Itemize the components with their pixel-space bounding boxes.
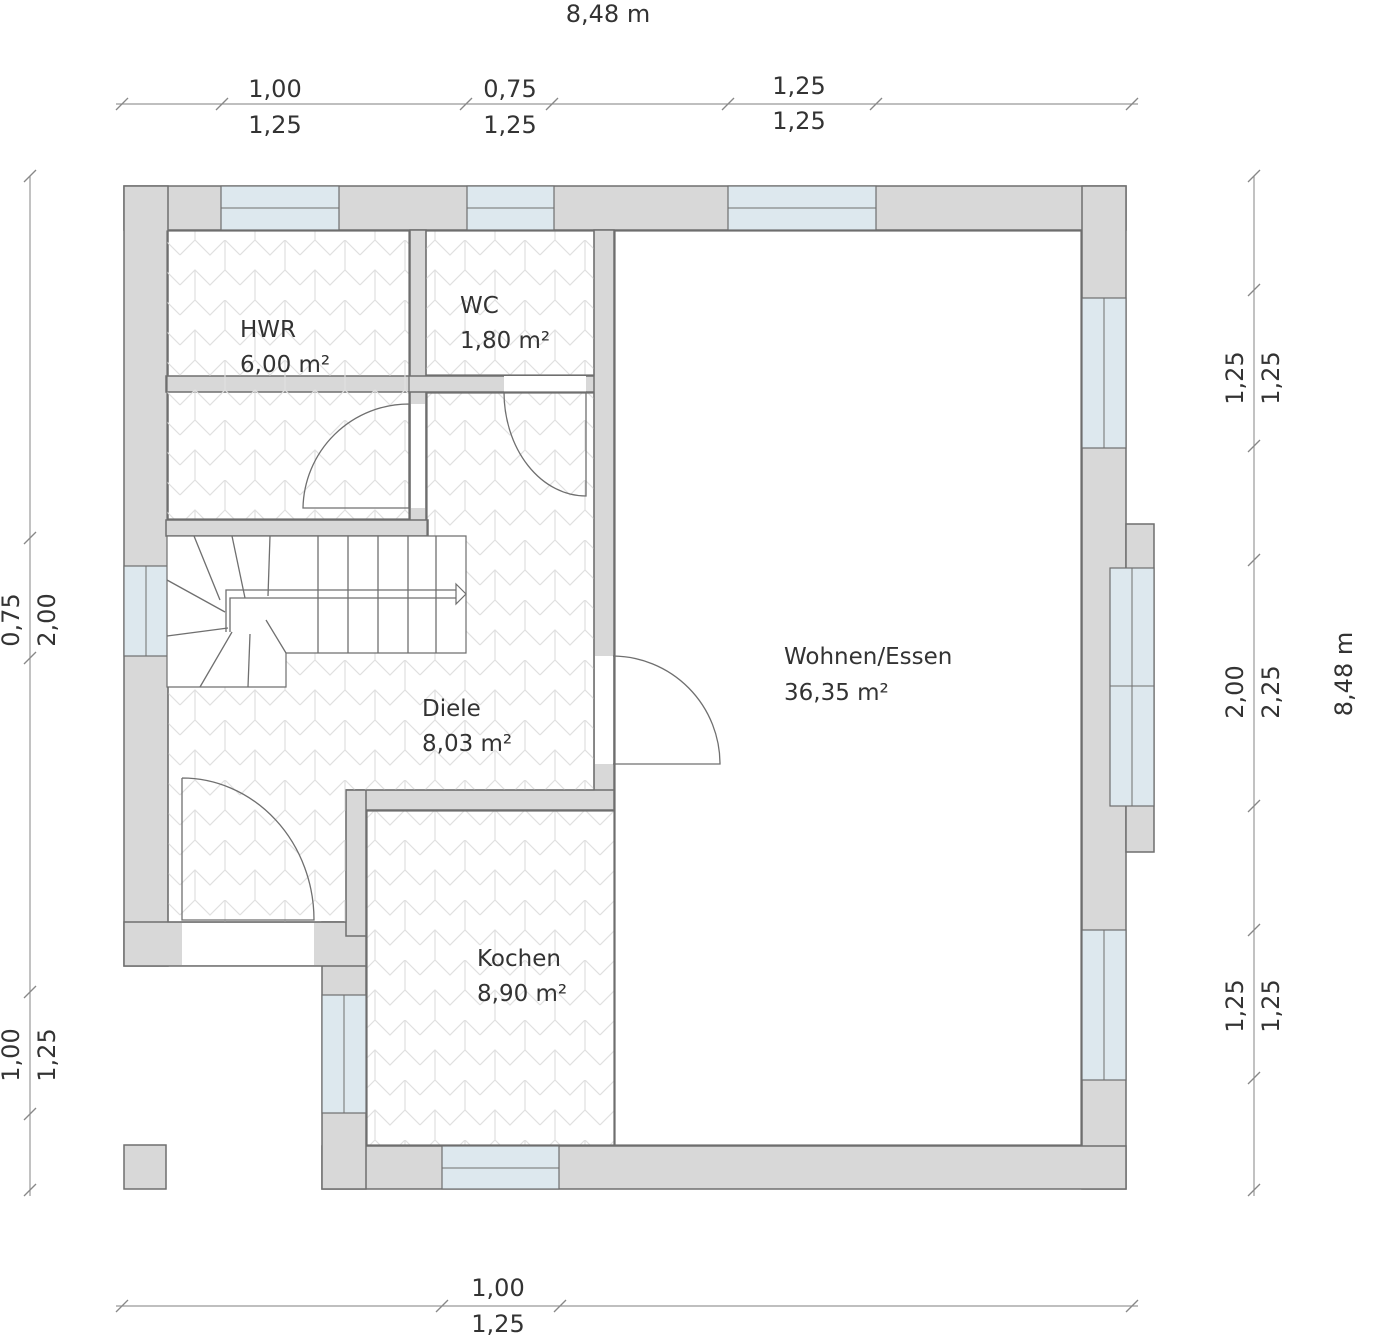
room-wohnen-name: Wohnen/Essen: [784, 644, 952, 670]
dimension-lines: [23, 97, 1261, 1313]
room-floors: [166, 230, 1082, 1146]
room-kochen-area: 8,90 m²: [477, 981, 567, 1007]
room-kochen-name: Kochen: [477, 946, 561, 972]
right-dim-r3-outer: 1,25: [1221, 979, 1249, 1032]
bottom-dim-upper: 1,00: [471, 1274, 524, 1302]
windows: [123, 185, 1155, 1190]
room-hwr-name: HWR: [240, 317, 296, 343]
top-dim-b-upper: 0,75: [483, 75, 536, 103]
left-dim-bottom-inner: 1,25: [33, 1028, 61, 1081]
left-dim-top-inner: 2,00: [33, 593, 61, 646]
top-dim-c-lower: 1,25: [772, 107, 825, 135]
bottom-dim-lower: 1,25: [471, 1310, 524, 1337]
door-swings: [181, 391, 721, 921]
door-openings: [182, 376, 613, 965]
room-diele-area: 8,03 m²: [422, 731, 512, 757]
right-dim-r2-outer: 2,00: [1221, 665, 1249, 718]
staircase: [166, 535, 467, 688]
overall-height-label: 8,48 m: [1330, 632, 1358, 716]
room-hwr-area: 6,00 m²: [240, 352, 330, 378]
overall-width-label: 8,48 m: [566, 0, 650, 28]
right-dim-r1-inner: 1,25: [1257, 351, 1285, 404]
right-dim-r1-outer: 1,25: [1221, 351, 1249, 404]
top-dim-b-lower: 1,25: [483, 111, 536, 139]
room-wc-area: 1,80 m²: [460, 328, 550, 354]
left-dim-top-outer: 0,75: [0, 593, 25, 646]
right-dim-r3-inner: 1,25: [1257, 979, 1285, 1032]
right-dim-r2-inner: 2,25: [1257, 665, 1285, 718]
room-diele-name: Diele: [422, 696, 481, 722]
left-dim-bottom-outer: 1,00: [0, 1028, 25, 1081]
top-dim-a-upper: 1,00: [248, 75, 301, 103]
top-dim-c-upper: 1,25: [772, 72, 825, 100]
top-dim-a-lower: 1,25: [248, 111, 301, 139]
room-wc-name: WC: [460, 293, 499, 319]
room-wohnen-area: 36,35 m²: [784, 680, 889, 706]
